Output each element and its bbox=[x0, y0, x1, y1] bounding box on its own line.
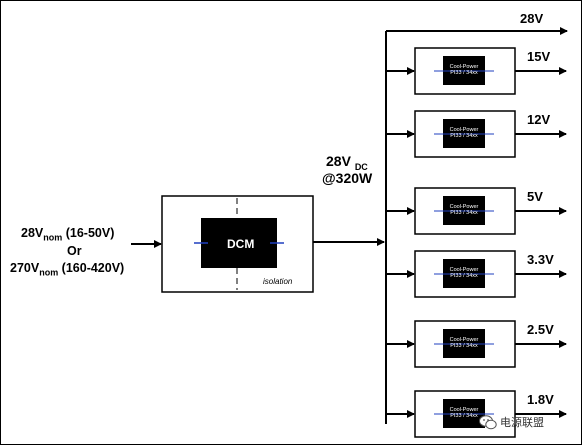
module-chip-line2: PI33 / 34xx bbox=[450, 273, 478, 279]
module-chip-line1: Cool-Power bbox=[449, 204, 479, 210]
converter-module bbox=[386, 187, 567, 235]
dcm-label: DCM bbox=[227, 237, 255, 251]
module-output-voltage: 5V bbox=[527, 189, 543, 204]
module-output-voltage: 15V bbox=[527, 49, 551, 64]
module-output-voltage: 3.3V bbox=[527, 252, 554, 267]
module-output-voltage: 2.5V bbox=[527, 322, 554, 337]
input-line-1: 28Vnom (16-50V) bbox=[21, 227, 114, 243]
module-chip-line1: Cool-Power bbox=[449, 267, 479, 273]
converter-module bbox=[386, 47, 567, 95]
module-chip-line1: Cool-Power bbox=[449, 127, 479, 133]
input-1-sub: nom bbox=[43, 232, 63, 243]
converter-module bbox=[386, 110, 567, 158]
bus-voltage-label: 28V DC bbox=[326, 154, 368, 172]
dcm-module bbox=[201, 218, 277, 268]
module-chip-line2: PI33 / 34xx bbox=[450, 133, 478, 139]
input-2-sub: nom bbox=[39, 267, 59, 278]
module-chip-line2: PI33 / 34xx bbox=[450, 413, 478, 419]
bus-voltage: 28V bbox=[326, 153, 351, 169]
module-outline bbox=[414, 320, 516, 368]
module-chip-line1: Cool-Power bbox=[449, 337, 479, 343]
wechat-icon bbox=[479, 415, 497, 430]
input-1-value: 28V bbox=[21, 226, 44, 240]
module-output-voltage: 1.8V bbox=[527, 392, 554, 407]
top-output-label: 28V bbox=[520, 11, 544, 26]
input-or: Or bbox=[67, 244, 82, 258]
module-chip-line1: Cool-Power bbox=[449, 407, 479, 413]
module-chip-line1: Cool-Power bbox=[449, 64, 479, 70]
watermark-text: 电源联盟 bbox=[500, 416, 544, 429]
bus-voltage-sub: DC bbox=[354, 161, 368, 172]
module-chip-line2: PI33 / 34xx bbox=[450, 210, 478, 216]
input-2-range: (160-420V) bbox=[58, 261, 125, 275]
watermark: 电源联盟 bbox=[479, 415, 544, 430]
input-line-2: 270Vnom (160-420V) bbox=[10, 262, 124, 278]
module-chip-line2: PI33 / 34xx bbox=[450, 70, 478, 76]
converter-module bbox=[386, 390, 567, 438]
converter-module bbox=[386, 320, 567, 368]
converter-module bbox=[386, 250, 567, 298]
isolation-label: isolation bbox=[263, 277, 293, 286]
bus-power-label: @320W bbox=[322, 170, 373, 186]
input-1-range: (16-50V) bbox=[62, 226, 115, 240]
module-output-voltage: 12V bbox=[527, 112, 551, 127]
input-2-value: 270V bbox=[10, 261, 40, 275]
converter-modules bbox=[386, 47, 567, 438]
module-chip-line2: PI33 / 34xx bbox=[450, 343, 478, 349]
